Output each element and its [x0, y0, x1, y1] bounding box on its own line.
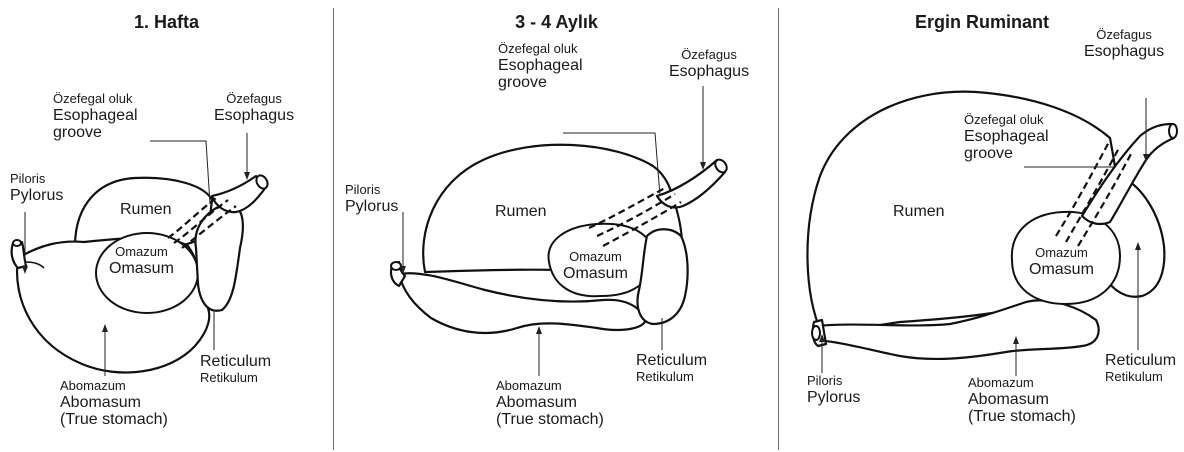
abomasum-label: Abomazum Abomasum (True stomach)	[496, 379, 604, 429]
pylorus-opening	[812, 326, 820, 340]
rumen-label: Rumen	[495, 203, 547, 221]
esophagus-opening	[1169, 124, 1177, 138]
reticulum-label: Reticulum Retikulum	[636, 352, 707, 384]
pylorus-label: Piloris Pylorus	[807, 374, 860, 406]
panel-divider	[333, 8, 334, 450]
omasum-tr: Omazum	[563, 250, 628, 265]
esophagus-tr: Özefagus	[669, 48, 749, 63]
esophageal-groove-label: Özefegal oluk Esophageal groove	[964, 113, 1049, 163]
esophagus-label: Özefagus Esophagus	[1084, 28, 1164, 60]
esophageal-groove-en-2: groove	[498, 74, 583, 92]
reticulum-tr: Retikulum	[636, 370, 707, 385]
esophageal-groove-en: Esophageal	[498, 57, 583, 75]
reticulum-shape	[638, 229, 688, 324]
pylorus-label: Piloris Pylorus	[345, 183, 398, 215]
pylorus-opening	[13, 240, 21, 246]
esophageal-groove-en: Esophageal	[964, 128, 1049, 146]
reticulum-tr: Retikulum	[200, 371, 271, 386]
esophageal-groove-en-2: groove	[53, 124, 138, 142]
abomasum-label: Abomazum Abomasum (True stomach)	[60, 379, 168, 429]
panel-divider	[778, 8, 779, 450]
esophagus-label: Özefagus Esophagus	[214, 92, 294, 124]
reticulum-en: Reticulum	[200, 353, 271, 371]
pylorus-tr: Piloris	[10, 172, 63, 187]
rumen-label: Rumen	[893, 203, 945, 221]
esophagus-tr: Özefagus	[214, 92, 294, 107]
reticulum-label: Reticulum Retikulum	[1105, 352, 1176, 384]
esophageal-groove-label: Özefegal oluk Esophageal groove	[498, 42, 583, 92]
abomasum-note: (True stomach)	[968, 408, 1076, 426]
esophageal-groove-en: Esophageal	[53, 107, 138, 125]
pylorus-tr: Piloris	[345, 183, 398, 198]
reticulum-tr: Retikulum	[1105, 370, 1176, 385]
esophageal-groove-tr: Özefegal oluk	[53, 92, 138, 107]
omasum-label: Omazum Omasum	[109, 245, 174, 277]
esophageal-groove-tr: Özefegal oluk	[964, 113, 1049, 128]
omasum-en: Omasum	[1029, 261, 1094, 279]
esophagus-label: Özefagus Esophagus	[669, 48, 749, 80]
esophageal-groove-label: Özefegal oluk Esophageal groove	[53, 92, 138, 142]
abomasum-label: Abomazum Abomasum (True stomach)	[968, 376, 1076, 426]
omasum-tr: Omazum	[109, 245, 174, 260]
omasum-label: Omazum Omasum	[563, 250, 628, 282]
esophageal-groove-en-2: groove	[964, 145, 1049, 163]
pylorus-tr: Piloris	[807, 374, 860, 389]
abomasum-note: (True stomach)	[60, 411, 168, 429]
omasum-en: Omasum	[109, 260, 174, 278]
pylorus-label: Piloris Pylorus	[10, 172, 63, 204]
abomasum-en: Abomasum	[496, 394, 604, 412]
pylorus-en: Pylorus	[10, 187, 63, 205]
panel-3-4-months: 3 - 4 Aylık Özefegal oluk Esophageal gro…	[335, 0, 778, 452]
esophagus-en: Esophagus	[214, 107, 294, 125]
abomasum-en: Abomasum	[60, 394, 168, 412]
reticulum-en: Reticulum	[1105, 352, 1176, 370]
abomasum-note: (True stomach)	[496, 411, 604, 429]
pylorus-en: Pylorus	[807, 389, 860, 407]
abomasum-tr: Abomazum	[60, 379, 168, 394]
panel-adult-ruminant: Ergin Ruminant Özefagus Esophagus Öz	[780, 0, 1184, 452]
pylorus-opening	[391, 262, 401, 270]
esophageal-groove-tr: Özefegal oluk	[498, 42, 583, 57]
reticulum-label: Reticulum Retikulum	[200, 353, 271, 385]
panel-week-1: 1. Hafta Özefegal oluk Esophageal gro	[0, 0, 333, 452]
omasum-en: Omasum	[563, 265, 628, 283]
pylorus-en: Pylorus	[345, 198, 398, 216]
esophagus-en: Esophagus	[669, 63, 749, 81]
omasum-label: Omazum Omasum	[1029, 246, 1094, 278]
esophagus-tr: Özefagus	[1084, 28, 1164, 43]
abomasum-en: Abomasum	[968, 391, 1076, 409]
reticulum-en: Reticulum	[636, 352, 707, 370]
abomasum-tr: Abomazum	[968, 376, 1076, 391]
rumen-label: Rumen	[120, 201, 172, 219]
esophagus-en: Esophagus	[1084, 43, 1164, 61]
abomasum-tr: Abomazum	[496, 379, 604, 394]
omasum-tr: Omazum	[1029, 246, 1094, 261]
